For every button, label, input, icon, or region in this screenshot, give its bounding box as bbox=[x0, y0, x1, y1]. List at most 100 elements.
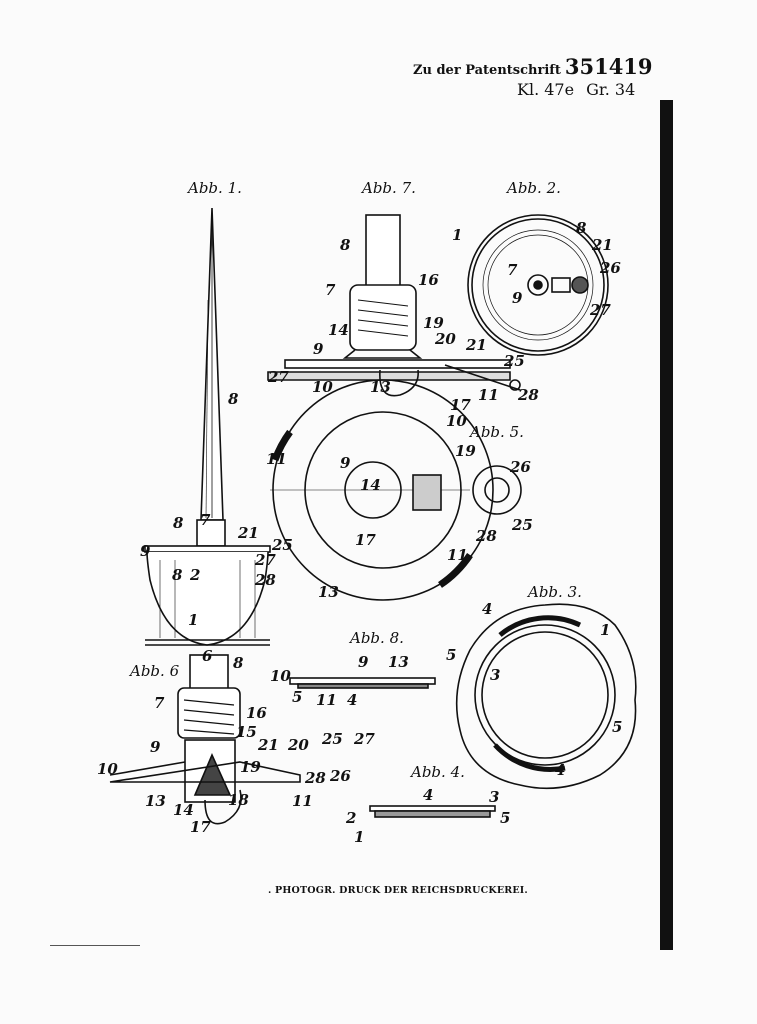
figure-abb3: Abb. 3. bbox=[455, 583, 637, 790]
part-number-label: 8 bbox=[172, 566, 183, 584]
part-number-label: 21 bbox=[465, 336, 487, 354]
part-number-label: 27 bbox=[267, 368, 289, 386]
part-number-label: 7 bbox=[154, 694, 165, 712]
part-number-label: 10 bbox=[312, 378, 333, 396]
part-number-label: 17 bbox=[355, 531, 376, 549]
part-number-label: 26 bbox=[509, 458, 531, 476]
part-number-label: 10 bbox=[446, 412, 467, 430]
part-number-label: 16 bbox=[246, 704, 267, 722]
part-number-label: 5 bbox=[446, 646, 456, 664]
part-number-label: 28 bbox=[304, 769, 326, 787]
part-number-label: 5 bbox=[500, 809, 510, 827]
part-number-label: 5 bbox=[292, 688, 302, 706]
part-number-label: 11 bbox=[292, 792, 313, 810]
part-number-label: 8 bbox=[228, 390, 239, 408]
part-number-label: 27 bbox=[254, 551, 276, 569]
part-number-label: 9 bbox=[140, 542, 151, 560]
part-number-label: 25 bbox=[271, 536, 293, 554]
part-number-label: 19 bbox=[455, 442, 476, 460]
part-number-label: 10 bbox=[97, 760, 118, 778]
part-number-label: 8 bbox=[173, 514, 184, 532]
part-number-label: 8 bbox=[233, 654, 244, 672]
part-number-label: 2 bbox=[189, 566, 200, 584]
part-number-label: 26 bbox=[329, 767, 351, 785]
part-number-label: 14 bbox=[328, 321, 349, 339]
part-number-label: 9 bbox=[512, 289, 523, 307]
figure-title: Abb. 1. bbox=[186, 179, 242, 197]
figure-abb2: Abb. 2. bbox=[467, 179, 609, 356]
part-number-label: 28 bbox=[517, 386, 539, 404]
part-number-label: 2 bbox=[345, 809, 356, 827]
printer-imprint: . PHOTOGR. DRUCK DER REICHSDRUCKEREI. bbox=[268, 885, 528, 896]
part-number-label: 25 bbox=[511, 516, 533, 534]
part-number-label: 7 bbox=[200, 511, 211, 529]
patent-class: Kl. 47e bbox=[517, 80, 575, 99]
part-number-label: 8 bbox=[340, 236, 351, 254]
part-number-label: 19 bbox=[240, 758, 261, 776]
part-number-label: 1 bbox=[452, 226, 462, 244]
part-number-label: 3 bbox=[490, 666, 500, 684]
part-number-label: 11 bbox=[447, 546, 468, 564]
figure-abb4: Abb. 4. bbox=[369, 763, 496, 818]
figure-title: Abb. 8. bbox=[348, 629, 404, 647]
part-number-label: 21 bbox=[257, 736, 279, 754]
figure-title: Abb. 2. bbox=[505, 179, 561, 197]
part-number-label: 19 bbox=[423, 314, 444, 332]
part-number-label: 9 bbox=[340, 454, 351, 472]
part-number-label: 21 bbox=[591, 236, 613, 254]
part-number-label: 1 bbox=[600, 621, 610, 639]
part-number-label: 4 bbox=[555, 761, 565, 779]
figure-title: Abb. 5. bbox=[468, 423, 524, 441]
part-number-label: 13 bbox=[388, 653, 409, 671]
patent-number: 351419 bbox=[564, 54, 653, 79]
part-number-label: 15 bbox=[236, 723, 257, 741]
part-number-label: 17 bbox=[190, 818, 211, 836]
part-number-label: 14 bbox=[173, 801, 194, 819]
figure-title: Abb. 7. bbox=[360, 179, 416, 197]
figure-abb8: Abb. 8. bbox=[289, 629, 436, 689]
figure-abb6: Abb. 6 bbox=[109, 654, 301, 825]
part-number-label: 9 bbox=[313, 340, 324, 358]
part-number-label: 4 bbox=[482, 600, 492, 618]
margin-bar bbox=[660, 100, 673, 950]
patent-prefix: Zu der Patentschrift bbox=[413, 63, 561, 78]
part-number-label: 5 bbox=[612, 718, 622, 736]
part-number-label: 1 bbox=[354, 828, 364, 846]
part-number-label: 11 bbox=[478, 386, 499, 404]
part-number-label: 11 bbox=[316, 691, 337, 709]
figure-title: Abb. 6 bbox=[128, 662, 180, 680]
part-number-label: 20 bbox=[287, 736, 309, 754]
part-number-label: 4 bbox=[347, 691, 357, 709]
part-number-label: 7 bbox=[325, 281, 336, 299]
margin-rule bbox=[50, 945, 140, 946]
part-number-label: 20 bbox=[434, 330, 456, 348]
part-number-label: 3 bbox=[489, 788, 499, 806]
part-number-label: 14 bbox=[360, 476, 381, 494]
part-number-label: 21 bbox=[237, 524, 259, 542]
figure-abb7: Abb. 7. bbox=[267, 179, 521, 397]
part-number-label: 9 bbox=[358, 653, 369, 671]
figure-title: Abb. 4. bbox=[409, 763, 465, 781]
part-number-label: 6 bbox=[202, 647, 213, 665]
part-number-label: 1 bbox=[188, 611, 198, 629]
part-number-label: 4 bbox=[423, 786, 433, 804]
figure-title: Abb. 3. bbox=[526, 583, 582, 601]
figure-abb5: Abb. 5. bbox=[270, 379, 524, 601]
part-number-label: 11 bbox=[266, 450, 287, 468]
part-number-label: 27 bbox=[589, 301, 611, 319]
part-number-label: 25 bbox=[321, 730, 343, 748]
part-number-label: 9 bbox=[150, 738, 161, 756]
part-number-label: 10 bbox=[270, 667, 291, 685]
part-number-label: 7 bbox=[507, 261, 518, 279]
part-number-label: 27 bbox=[353, 730, 375, 748]
part-number-label: 13 bbox=[370, 378, 391, 396]
part-number-label: 18 bbox=[228, 791, 249, 809]
part-number-label: 25 bbox=[503, 352, 525, 370]
part-number-label: 8 bbox=[576, 219, 587, 237]
part-number-label: 26 bbox=[599, 259, 621, 277]
